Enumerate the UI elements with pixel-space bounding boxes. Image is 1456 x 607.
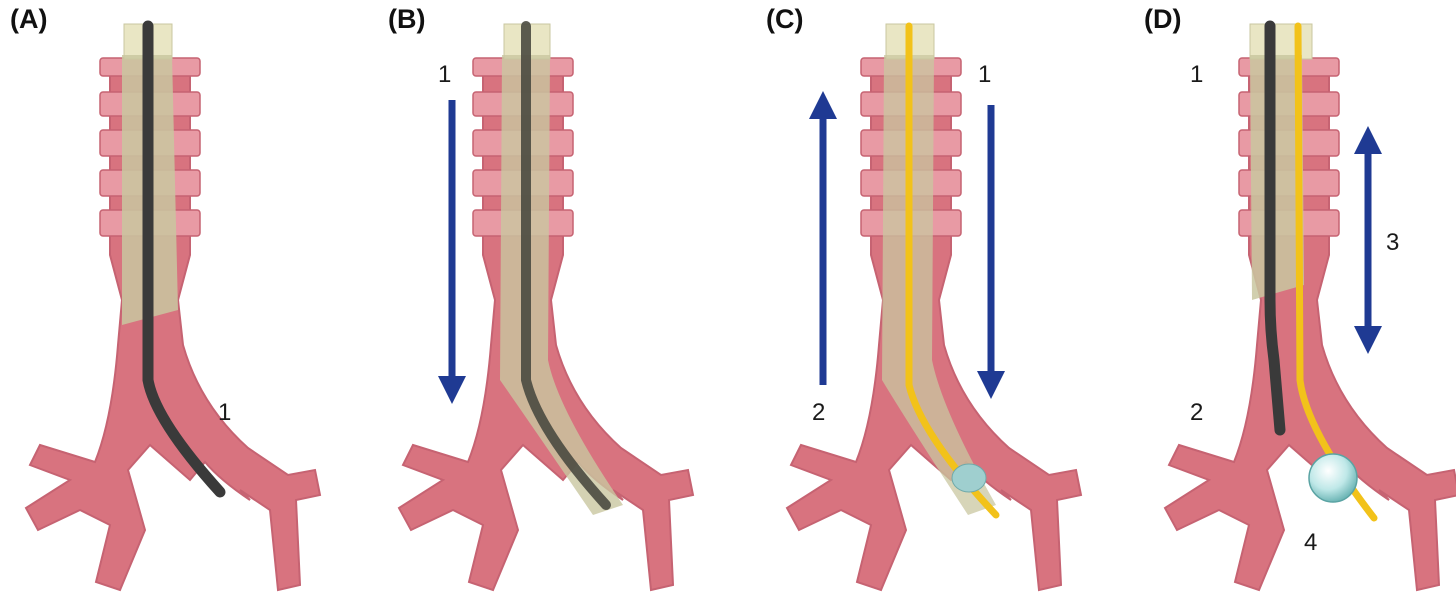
endotracheal-tube <box>1250 55 1304 300</box>
panel-label: (D) <box>1144 4 1182 34</box>
panel-label: (B) <box>388 4 426 34</box>
panel-c: (C) 1 2 <box>756 0 1120 607</box>
panel-c-diagram: 1 2 <box>786 22 1082 591</box>
guide-wire <box>905 22 1000 519</box>
panel-b: (B) 1 <box>378 0 742 607</box>
bronchoscope <box>1264 20 1286 436</box>
step-number: 2 <box>1190 399 1203 426</box>
airway-illustration <box>1164 57 1456 591</box>
panel-label: (A) <box>10 4 48 34</box>
step-number: 1 <box>1190 61 1203 88</box>
bronchoscope <box>142 20 226 498</box>
panel-d: (D) 1 2 3 4 <box>1134 0 1456 607</box>
step-number: 1 <box>218 399 231 426</box>
step-number: 3 <box>1386 229 1399 256</box>
step-number: 4 <box>1304 529 1317 556</box>
panel-d-diagram: 1 2 3 4 <box>1164 20 1456 591</box>
step-number: 1 <box>438 61 451 88</box>
panel-a-diagram: 1 <box>25 20 321 591</box>
deflated-balloon <box>951 463 987 493</box>
inflated-balloon <box>1308 453 1358 503</box>
panel-b-diagram: 1 <box>398 21 694 591</box>
step-number: 2 <box>812 399 825 426</box>
guide-wire <box>1294 22 1378 522</box>
bronchoscope <box>521 21 611 510</box>
panel-label: (C) <box>766 4 804 34</box>
step-number: 1 <box>978 61 991 88</box>
tube-hub <box>1249 23 1313 60</box>
airway-illustration <box>786 57 1082 591</box>
panel-a: (A) 1 <box>0 0 364 607</box>
